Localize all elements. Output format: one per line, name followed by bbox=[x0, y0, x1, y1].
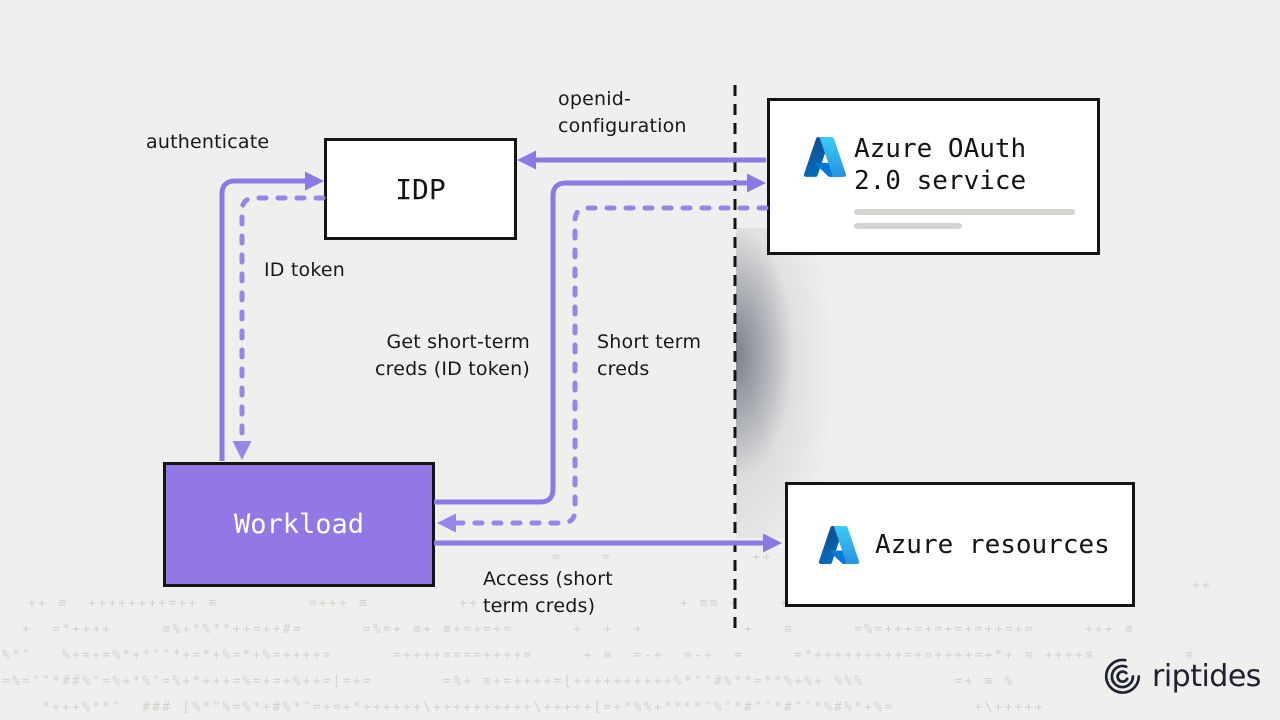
id-token-label: ID token bbox=[264, 259, 346, 281]
azure-oauth-service-box: Azure OAuth 2.0 service bbox=[767, 98, 1100, 255]
ascii-noise-row: ++ bbox=[1192, 578, 1213, 593]
idp-box: IDP bbox=[324, 138, 517, 240]
ascii-noise-row: *+++%**" ### [%*"%=%*+#%*"=+=+*++++++\++… bbox=[42, 700, 1045, 715]
workload-box-title: Workload bbox=[233, 509, 365, 540]
azure-logo-icon bbox=[803, 137, 847, 177]
access-label: Access (short term creds) bbox=[483, 568, 613, 617]
get-creds-arrowhead bbox=[747, 173, 766, 193]
ascii-noise-row: =%=""*##%"=%+*%"=%+*+++=%=+=+%++=[=+= =%… bbox=[2, 674, 1125, 689]
azure-oauth-service-title: Azure OAuth 2.0 service bbox=[854, 134, 1027, 196]
azure-logo-icon bbox=[818, 525, 860, 564]
skeleton-line bbox=[854, 209, 1075, 215]
ascii-noise-row: + =*++++ ≡%+*%**++=++#= =%=+ ≡+ ≡+=+=+= … bbox=[12, 622, 1135, 637]
authenticate-arrow-line bbox=[219, 178, 306, 461]
riptides-brand: riptides bbox=[1102, 656, 1261, 697]
workload-box: Workload bbox=[163, 462, 435, 587]
short-creds-arrowhead bbox=[437, 513, 456, 533]
idp-box-title: IDP bbox=[395, 172, 446, 206]
openid-configuration-arrowhead bbox=[517, 150, 536, 170]
azure-resources-box: Azure resources bbox=[785, 482, 1135, 607]
ascii-noise-row: %*" %+=+=%*+*""*+=*+%=*+%=++++= =++++===… bbox=[2, 648, 1196, 663]
riptides-swirl-icon bbox=[1104, 658, 1141, 694]
id-token-arrowhead bbox=[232, 441, 252, 460]
short-term-creds-label: Short term creds bbox=[597, 331, 702, 380]
azure-resources-title: Azure resources bbox=[875, 529, 1110, 560]
get-short-term-creds-label: Get short-term creds (ID token) bbox=[375, 331, 530, 380]
id-token-arrow-line bbox=[239, 195, 326, 441]
authenticate-label: authenticate bbox=[146, 131, 270, 153]
authenticate-arrowhead bbox=[305, 171, 324, 191]
skeleton-line bbox=[854, 223, 962, 229]
riptides-wordmark: riptides bbox=[1152, 659, 1261, 694]
openid-configuration-label: openid- configuration bbox=[558, 88, 687, 137]
